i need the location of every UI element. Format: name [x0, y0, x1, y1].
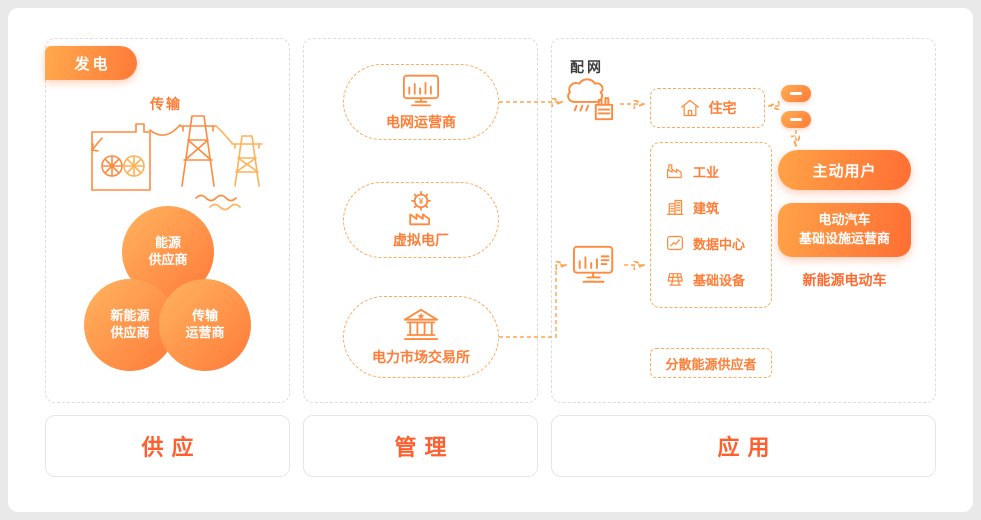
consumer-category-box: 工业 建筑 数据中心 基础设备: [650, 142, 772, 308]
ev-operator-line2: 基础设施运营商: [798, 231, 890, 246]
distributed-supplier-label: 分散能源供应者: [665, 356, 757, 372]
solar-panel-icon: [667, 273, 683, 286]
management-footer: 管理: [303, 415, 538, 477]
grid-operator-node: 电网运营商: [343, 64, 499, 140]
data-center-icon: [667, 235, 683, 251]
cloud-grid-icon: [567, 78, 614, 121]
virtual-plant-icon: ¥: [409, 190, 431, 225]
new-energy-ev-caption: 新能源电动车: [802, 272, 887, 288]
virtual-plant-label: 虚拟电厂: [393, 231, 449, 248]
virtual-plant-node: ¥ 虚拟电厂: [343, 182, 499, 258]
generation-badge: 发电: [45, 46, 137, 80]
market-terminal-icon: [573, 245, 614, 283]
ev-infrastructure-operator-button[interactable]: 电动汽车 基础设施运营商: [778, 203, 911, 257]
minus-pill-1[interactable]: [781, 85, 811, 102]
market-exchange-label: 电力市场交易所: [372, 348, 470, 365]
grid-operator-label: 电网运营商: [386, 113, 456, 130]
category-row-data-center: 数据中心: [665, 234, 765, 253]
house-icon: [680, 99, 699, 117]
distributed-supplier-box: 分散能源供应者: [650, 348, 772, 378]
factory-icon: [667, 164, 682, 179]
ev-operator-line1: 电动汽车: [818, 212, 871, 228]
application-footer: 应用: [551, 415, 936, 477]
new-energy-supplier-line2: 供应商: [110, 325, 150, 340]
yen-icon: ¥: [419, 197, 424, 206]
basic-equipment-label: 基础设备: [693, 272, 746, 288]
exchange-building-icon: [403, 308, 439, 340]
new-energy-supplier-circle: 新能源 供应商: [84, 279, 176, 371]
distribution-network-label: 配网: [570, 59, 604, 75]
supply-footer: 供应: [45, 415, 290, 477]
category-row-basic-equipment: 基础设备: [665, 270, 765, 289]
energy-supplier-line2: 供应商: [148, 252, 188, 267]
management-footer-label: 管理: [394, 435, 455, 460]
power-plant-transmission-illustration: [91, 115, 263, 211]
category-row-building: 建筑: [665, 198, 765, 217]
supply-footer-label: 供应: [141, 435, 202, 460]
transmission-operator-line1: 传输: [191, 308, 218, 324]
active-user-label: 主动用户: [812, 162, 877, 180]
application-footer-label: 应用: [717, 435, 778, 460]
industry-label: 工业: [693, 164, 720, 180]
monitor-chart-icon: [403, 74, 439, 106]
residence-label: 住宅: [708, 100, 737, 116]
transmission-operator-circle: 传输 运营商: [159, 279, 251, 371]
generation-badge-label: 发电: [74, 55, 111, 73]
energy-supplier-line1: 能源: [154, 235, 181, 251]
active-user-button[interactable]: 主动用户: [778, 150, 911, 190]
residence-box: 住宅: [650, 88, 765, 128]
minus-icon: [790, 92, 802, 95]
transmission-operator-line2: 运营商: [185, 325, 225, 340]
market-exchange-node: 电力市场交易所: [343, 296, 499, 378]
building-icon: [666, 199, 684, 215]
transmission-label: 传输: [150, 96, 182, 112]
building-label: 建筑: [693, 200, 720, 216]
data-center-label: 数据中心: [693, 236, 746, 252]
minus-pill-2[interactable]: [781, 111, 811, 128]
new-energy-supplier-line1: 新能源: [110, 308, 150, 324]
category-row-industry: 工业: [665, 162, 765, 181]
minus-icon: [790, 118, 802, 121]
